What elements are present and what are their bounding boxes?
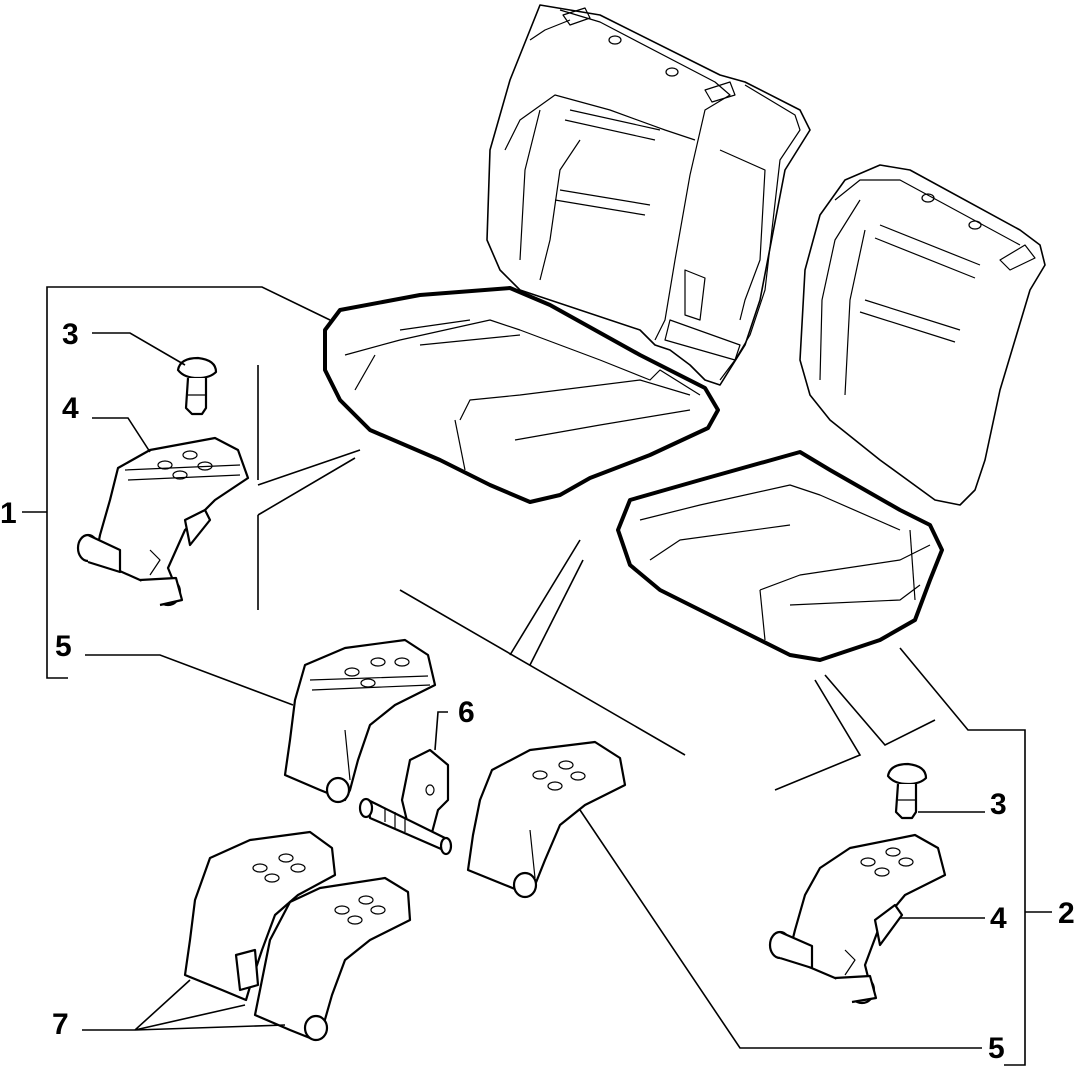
seat-cushion-right (616, 450, 944, 662)
callout-5-bottom: 5 (988, 1032, 1005, 1065)
brackets-pair (183, 830, 412, 1042)
bracket-middle (466, 740, 627, 899)
leader-4-left (92, 417, 151, 453)
callout-3-right: 3 (990, 788, 1007, 821)
group-bracket-1 (22, 286, 331, 679)
callout-2: 2 (1058, 897, 1075, 930)
group-bracket-2 (899, 647, 1052, 1066)
callout-5-left: 5 (55, 630, 72, 663)
callout-7: 7 (52, 1008, 69, 1041)
assembly-lines (257, 365, 936, 791)
backrest-left (486, 4, 811, 386)
leader-3-left (92, 332, 186, 366)
callout-1: 1 (0, 497, 17, 530)
seat-cushion-left (323, 286, 720, 504)
hinge-right (768, 833, 947, 1005)
backrest-right (799, 164, 1046, 506)
hinge-pin (358, 748, 453, 856)
leader-6 (434, 711, 448, 751)
callout-6: 6 (458, 696, 475, 729)
clip-right (886, 762, 928, 820)
hinge-left (76, 436, 250, 607)
bracket-upper (283, 638, 437, 804)
clip-left (176, 356, 218, 416)
callout-3-left: 3 (62, 318, 79, 351)
callout-4-right: 4 (990, 902, 1007, 935)
leader-5-left (85, 654, 294, 706)
leader-5-bottom (579, 809, 982, 1049)
callout-4-left: 4 (62, 392, 79, 425)
leader-7 (82, 979, 286, 1031)
